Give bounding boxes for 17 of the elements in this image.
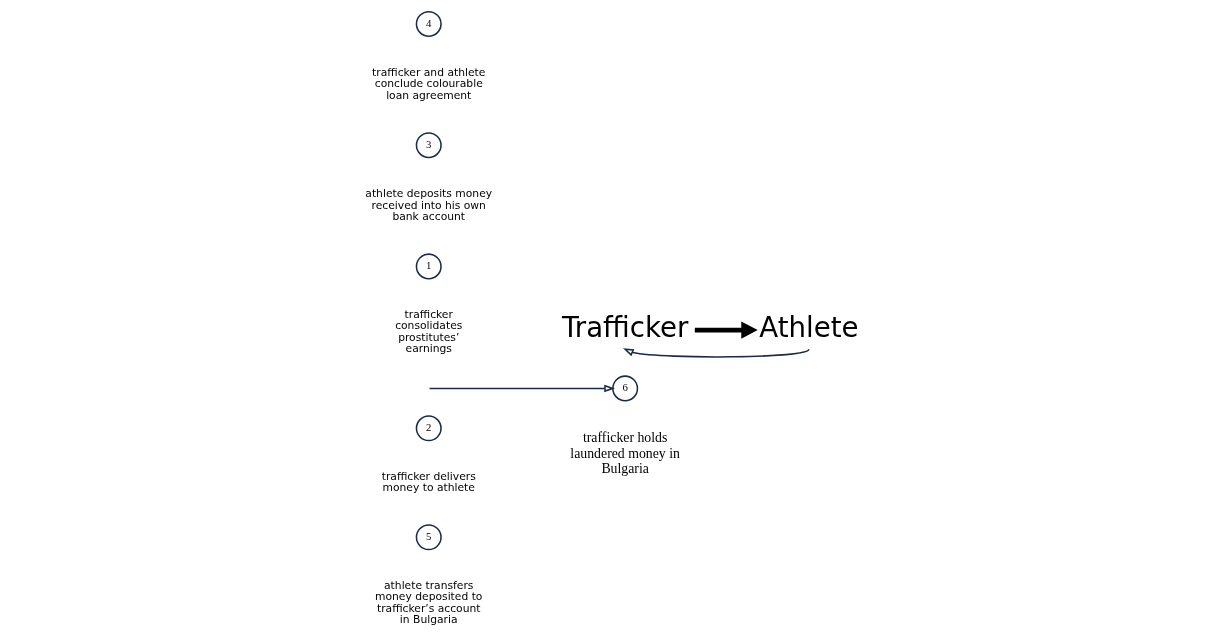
node-label: trafficker holds laundered money in Bulgaria <box>569 430 680 477</box>
arrow <box>694 321 758 339</box>
node-circle: 6 <box>611 375 638 402</box>
node-text: Trafficker <box>561 310 688 344</box>
node-circle: 3 <box>415 132 442 159</box>
node-label: trafficker and athlete conclude colourable loan agreement <box>371 65 485 102</box>
node-circle: 2 <box>415 415 442 442</box>
node-circle: 4 <box>415 10 442 37</box>
label: trafficker consolidates prostitutes’ earnings <box>394 307 462 356</box>
node-circle: 1 <box>415 253 442 280</box>
node-label: athlete transfers money deposited to trafficker’s account in Bulgaria <box>374 578 482 627</box>
arrow <box>622 348 810 358</box>
node-label: athlete deposits money received into his own bank account <box>364 187 492 224</box>
node-circle: 5 <box>415 524 442 551</box>
node-text: Athlete <box>758 310 859 344</box>
node-label: trafficker delivers money to athlete <box>381 469 476 495</box>
arrow <box>428 384 615 393</box>
